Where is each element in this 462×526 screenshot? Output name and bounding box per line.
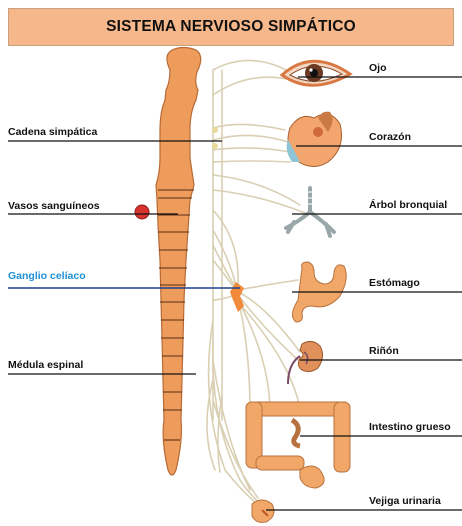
blood-vessel-marker — [135, 205, 149, 219]
label-large-intestine: Intestino grueso — [369, 421, 451, 433]
spinal-cord — [156, 48, 201, 476]
label-eye: Ojo — [369, 62, 387, 74]
eye-icon — [282, 61, 350, 85]
bronchi-icon — [286, 188, 334, 236]
label-sympathetic-chain: Cadena simpática — [8, 126, 97, 138]
label-stomach: Estómago — [369, 277, 420, 289]
label-heart: Corazón — [369, 131, 411, 143]
label-urinary-bladder: Vejiga urinaria — [369, 495, 441, 507]
large-intestine-icon — [246, 402, 350, 488]
celiac-ganglion-icon — [230, 282, 244, 312]
label-spinal-cord: Médula espinal — [8, 359, 83, 371]
label-kidney: Riñón — [369, 345, 399, 357]
label-bronchial-tree: Árbol bronquial — [369, 199, 447, 211]
bladder-icon — [252, 500, 274, 522]
chain-ganglion — [212, 127, 218, 133]
chain-ganglion — [212, 143, 218, 149]
label-blood-vessels: Vasos sanguíneos — [8, 200, 100, 212]
heart-icon — [287, 112, 342, 167]
kidney-icon — [288, 341, 323, 384]
label-celiac-ganglion: Ganglio celíaco — [8, 270, 86, 282]
